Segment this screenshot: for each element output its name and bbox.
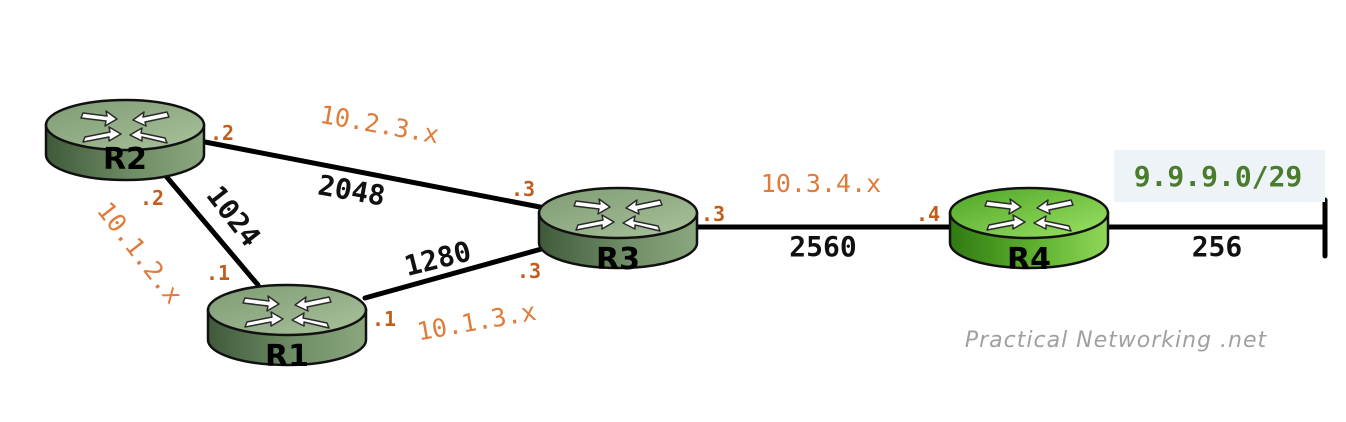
watermark: Practical Networking .net	[965, 328, 1268, 353]
iface-r3-to-r4: .3	[701, 202, 725, 226]
link-r2-r3	[202, 139, 548, 211]
router-r2[interactable]: R2	[44, 98, 206, 182]
subnet-r2-r1: 10.1.2.x	[91, 196, 188, 309]
router-r4[interactable]: R4	[948, 186, 1110, 277]
cost-r3-r4: 2560	[789, 230, 856, 263]
cost-r4-stub: 256	[1192, 230, 1243, 263]
router-label-r3: R3	[596, 242, 640, 277]
link-r1-r3	[362, 245, 548, 301]
cost-r1-r3: 1280	[401, 235, 474, 283]
router-label-r2: R2	[103, 142, 147, 177]
iface-r4-to-r3: .4	[916, 202, 940, 226]
cost-r2-r1: 1024	[200, 179, 268, 252]
prefix-background	[1114, 150, 1325, 202]
iface-r1-to-r3: .1	[372, 307, 396, 331]
subnet-r1-r3: 10.1.3.x	[415, 297, 539, 346]
iface-r1-to-r2: .1	[206, 261, 230, 285]
router-label-r4: R4	[1007, 242, 1051, 277]
router-r3[interactable]: R3	[537, 186, 699, 277]
subnet-r3-r4: 10.3.4.x	[761, 169, 881, 198]
iface-r2-to-r3: .2	[210, 121, 234, 145]
subnet-r2-r3: 10.2.3.x	[318, 100, 442, 149]
link-r2-r1	[162, 172, 261, 288]
stub-network-prefix: 9.9.9.0/29	[1134, 160, 1303, 193]
router-r1[interactable]: R1	[206, 283, 368, 374]
iface-r2-to-r1: .2	[140, 186, 164, 210]
router-label-r1: R1	[265, 339, 309, 374]
iface-r3-to-r2: .3	[511, 177, 535, 201]
iface-r3-to-r1: .3	[517, 259, 541, 283]
